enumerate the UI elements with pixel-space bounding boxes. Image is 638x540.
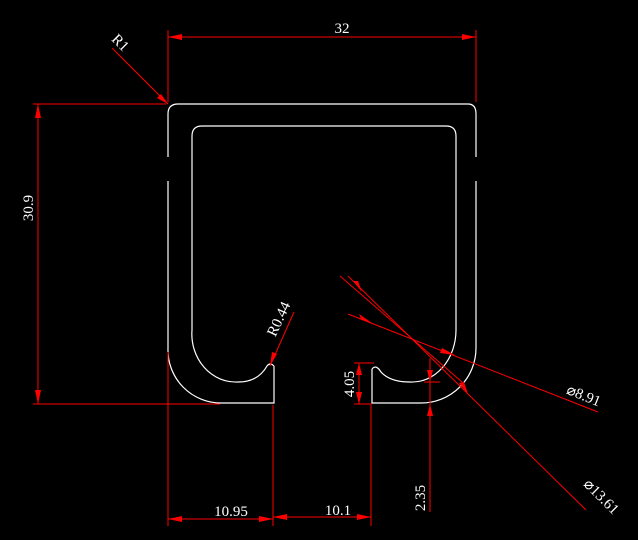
dim-left-leg-arrow-left	[168, 516, 182, 522]
dim-width-arrow-right	[462, 34, 476, 40]
dim-r1-leader	[111, 47, 169, 105]
dim-d891-arrow-b	[440, 348, 455, 355]
profile-right-hook-outer	[371, 347, 477, 404]
label-outer-diameter: ⌀13.61	[580, 476, 622, 518]
label-corner-radius: R1	[108, 31, 132, 55]
label-overall-height: 30.9	[21, 195, 37, 221]
dim-slot-arrow-right	[357, 514, 371, 520]
dim-height-arrow-bottom	[35, 390, 41, 404]
dim-d1361-leader	[347, 275, 587, 511]
dimension-labels: 32 30.9 R1 R0.44 10.95 10.1 4.05 2.35 ⌀8…	[21, 21, 622, 520]
dim-left-leg-arrow-right	[259, 516, 273, 522]
dim-d891-leader-extension	[339, 275, 463, 383]
label-slot-radius: R0.44	[264, 299, 294, 339]
label-lip-height: 4.05	[342, 371, 358, 397]
dim-offset-arrow-bottom	[427, 404, 433, 416]
label-slot-width: 10.1	[325, 503, 351, 519]
profile-left-hook-inner	[191, 329, 275, 383]
dim-lip-arrow-bottom	[356, 392, 362, 404]
dim-r1-arrow	[157, 94, 168, 104]
dim-width-arrow-left	[168, 34, 182, 40]
dim-offset-arrow-top	[427, 370, 433, 382]
dim-lip-arrow-top	[356, 363, 362, 375]
profile-inner-contour	[191, 125, 457, 330]
dim-d891-arrow-a	[359, 314, 372, 323]
profile-left-hook-outer	[167, 347, 275, 404]
dim-height-arrow-top	[35, 104, 41, 118]
dim-r044-arrow	[270, 352, 277, 366]
label-lip-offset: 2.35	[413, 485, 429, 511]
profile-outer-contour	[167, 103, 477, 157]
dim-d1361-arrow-b	[459, 382, 468, 394]
label-overall-width: 32	[335, 21, 350, 37]
profile-right-hook-inner	[371, 329, 457, 383]
dim-slot-arrow-left	[273, 514, 287, 520]
label-left-leg-width: 10.95	[214, 504, 248, 520]
dim-d1361-arrow-a	[353, 281, 362, 292]
dimension-geometry	[33, 30, 599, 526]
dim-d891-leader	[347, 313, 599, 413]
channel-profile	[167, 103, 477, 404]
